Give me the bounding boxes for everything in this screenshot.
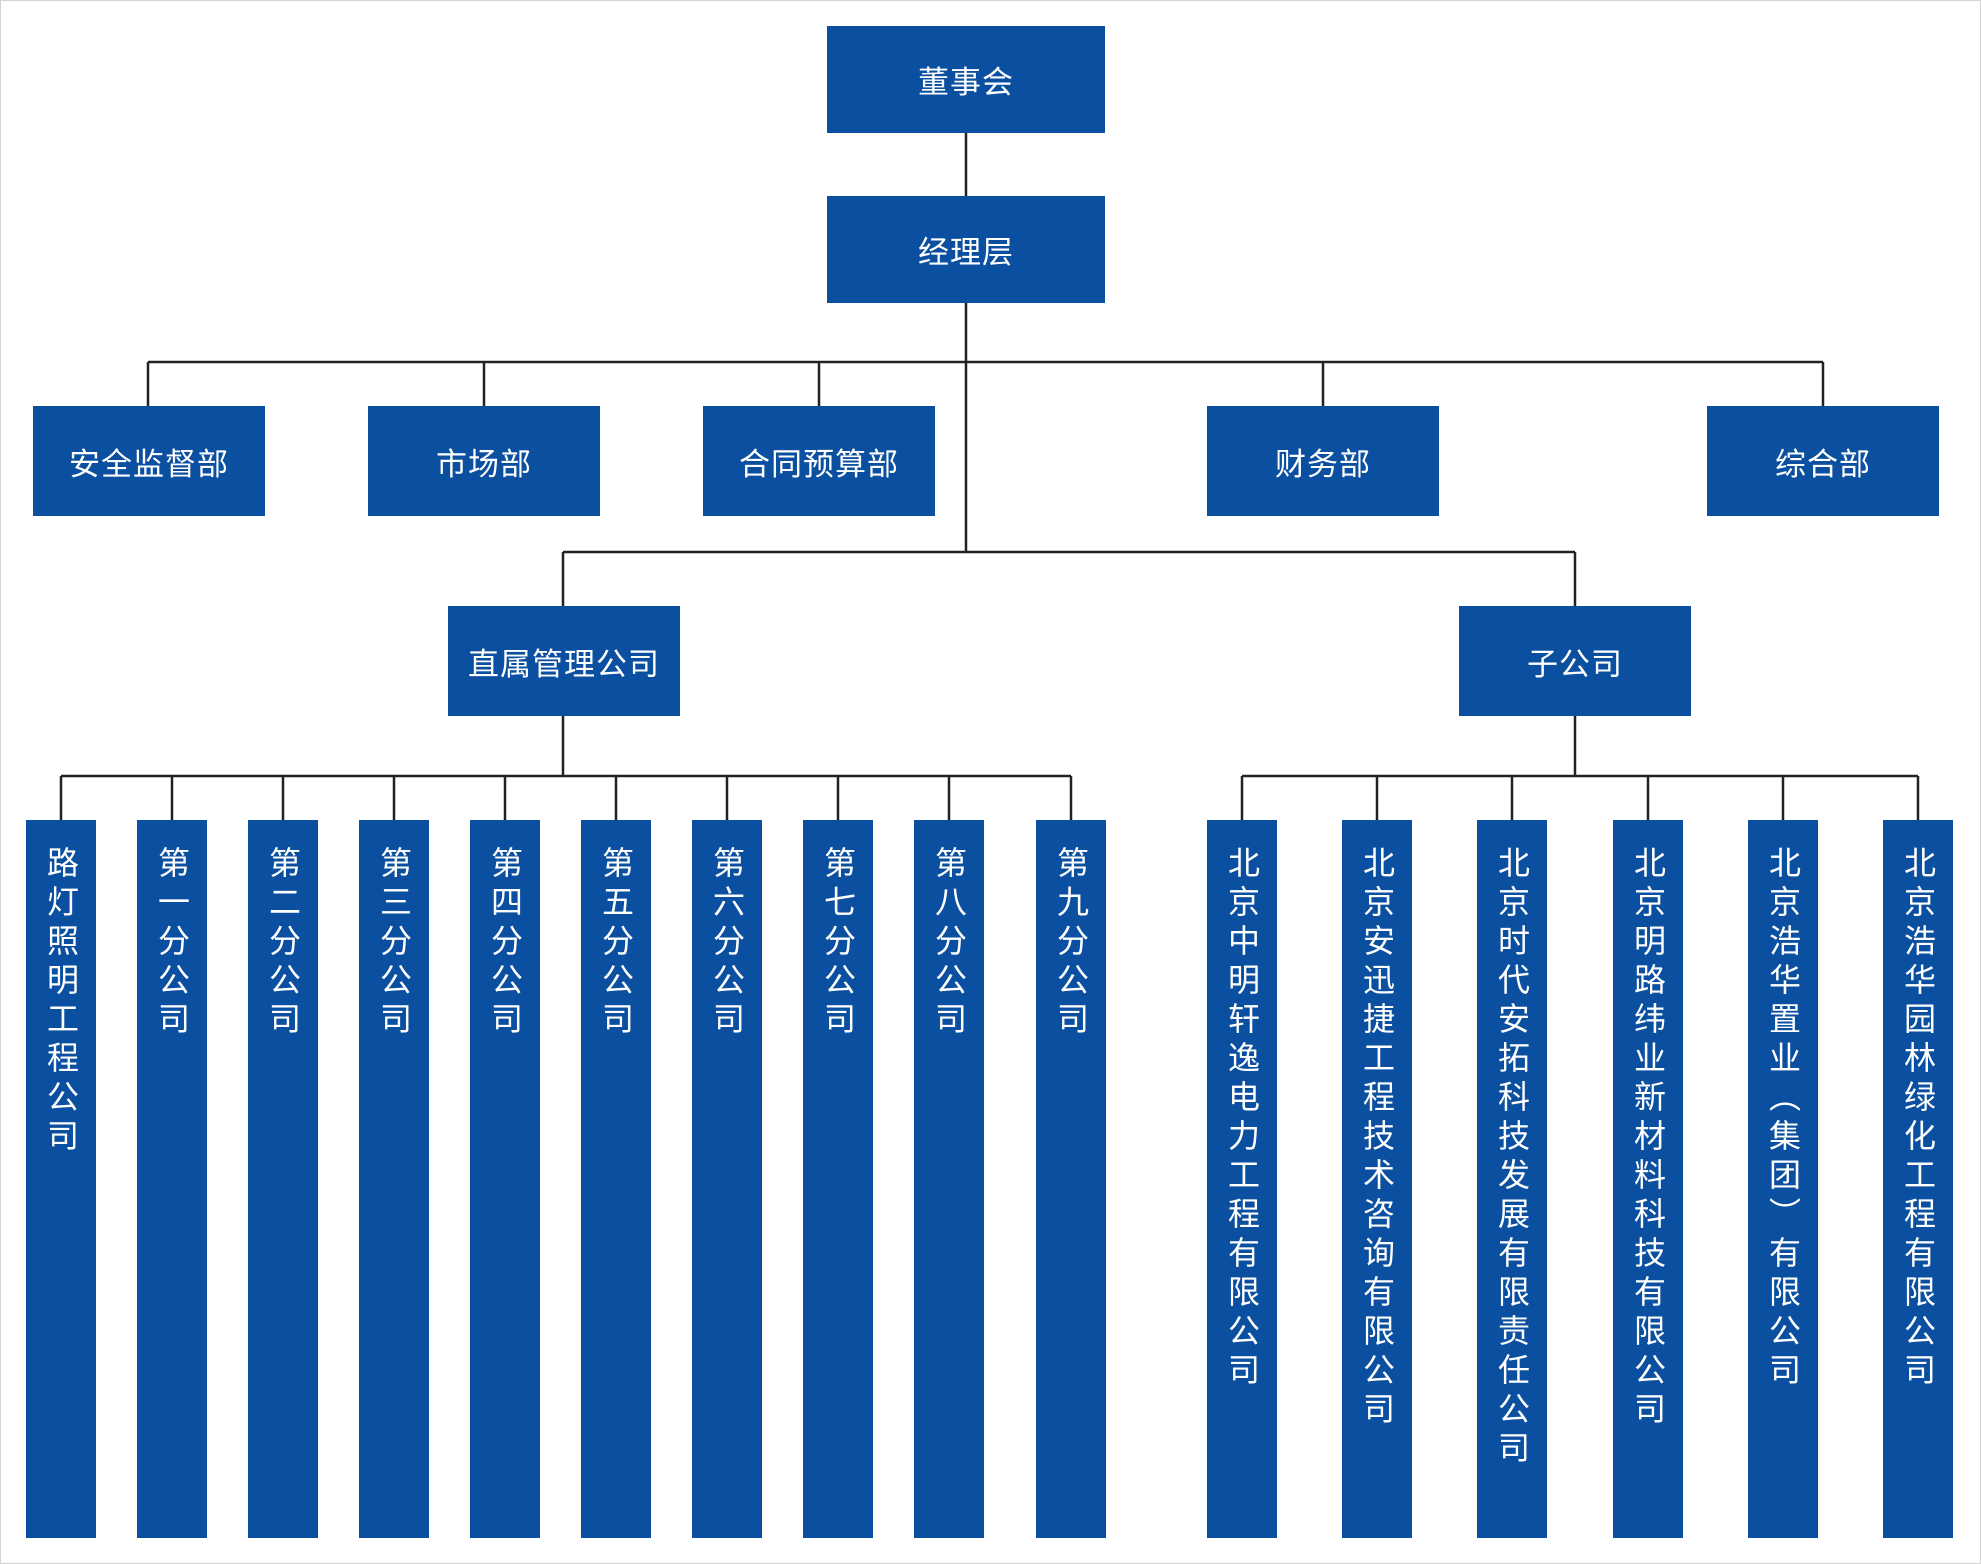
group-box-subsidiary: 子公司 (1459, 606, 1691, 716)
unit-label: 第五分公司 (597, 846, 635, 1041)
subsidiary-unit-box: 北京浩华园林绿化工程有限公司 (1883, 820, 1953, 1538)
unit-label: 北京浩华园林绿化工程有限公司 (1899, 846, 1937, 1392)
subsidiary-unit-box: 北京时代安拓科技发展有限责任公司 (1477, 820, 1547, 1538)
unit-label: 第六分公司 (708, 846, 746, 1041)
unit-label: 北京时代安拓科技发展有限责任公司 (1493, 846, 1531, 1470)
department-box-contract-budget: 合同预算部 (703, 406, 935, 516)
unit-label: 第二分公司 (264, 846, 302, 1041)
department-box-market: 市场部 (368, 406, 600, 516)
subsidiary-unit-box: 北京中明轩逸电力工程有限公司 (1207, 820, 1277, 1538)
unit-label: 北京中明轩逸电力工程有限公司 (1223, 846, 1261, 1392)
unit-label: 第八分公司 (930, 846, 968, 1041)
unit-label: 北京明路纬业新材料科技有限公司 (1629, 846, 1667, 1431)
direct-unit-box: 第三分公司 (359, 820, 429, 1538)
group-label: 直属管理公司 (468, 646, 660, 683)
unit-label: 第九分公司 (1052, 846, 1090, 1041)
department-label: 市场部 (436, 446, 532, 483)
department-label: 财务部 (1275, 446, 1371, 483)
direct-unit-box: 第八分公司 (914, 820, 984, 1538)
management-label: 经理层 (918, 235, 1014, 271)
unit-label: 第四分公司 (486, 846, 524, 1041)
management-box: 经理层 (827, 196, 1105, 303)
unit-label: 北京浩华置业（集团）有限公司 (1764, 846, 1802, 1392)
direct-unit-box: 第九分公司 (1036, 820, 1106, 1538)
board-label: 董事会 (918, 65, 1014, 101)
subsidiary-unit-box: 北京安迅捷工程技术咨询有限公司 (1342, 820, 1412, 1538)
group-box-direct: 直属管理公司 (448, 606, 680, 716)
unit-label: 路灯照明工程公司 (42, 846, 80, 1158)
direct-unit-box: 第七分公司 (803, 820, 873, 1538)
unit-label: 第一分公司 (153, 846, 191, 1041)
group-label: 子公司 (1527, 646, 1623, 683)
unit-label: 第三分公司 (375, 846, 413, 1041)
department-label: 合同预算部 (739, 446, 899, 483)
board-box: 董事会 (827, 26, 1105, 133)
department-label: 安全监督部 (69, 446, 229, 483)
direct-unit-box: 第一分公司 (137, 820, 207, 1538)
direct-unit-box: 第六分公司 (692, 820, 762, 1538)
subsidiary-unit-box: 北京浩华置业（集团）有限公司 (1748, 820, 1818, 1538)
direct-unit-box: 第五分公司 (581, 820, 651, 1538)
department-label: 综合部 (1775, 446, 1871, 483)
department-box-general: 综合部 (1707, 406, 1939, 516)
unit-label: 北京安迅捷工程技术咨询有限公司 (1358, 846, 1396, 1431)
unit-label: 第七分公司 (819, 846, 857, 1041)
subsidiary-unit-box: 北京明路纬业新材料科技有限公司 (1613, 820, 1683, 1538)
direct-unit-box: 第二分公司 (248, 820, 318, 1538)
department-box-finance: 财务部 (1207, 406, 1439, 516)
direct-unit-box: 路灯照明工程公司 (26, 820, 96, 1538)
direct-unit-box: 第四分公司 (470, 820, 540, 1538)
department-box-safety: 安全监督部 (33, 406, 265, 516)
